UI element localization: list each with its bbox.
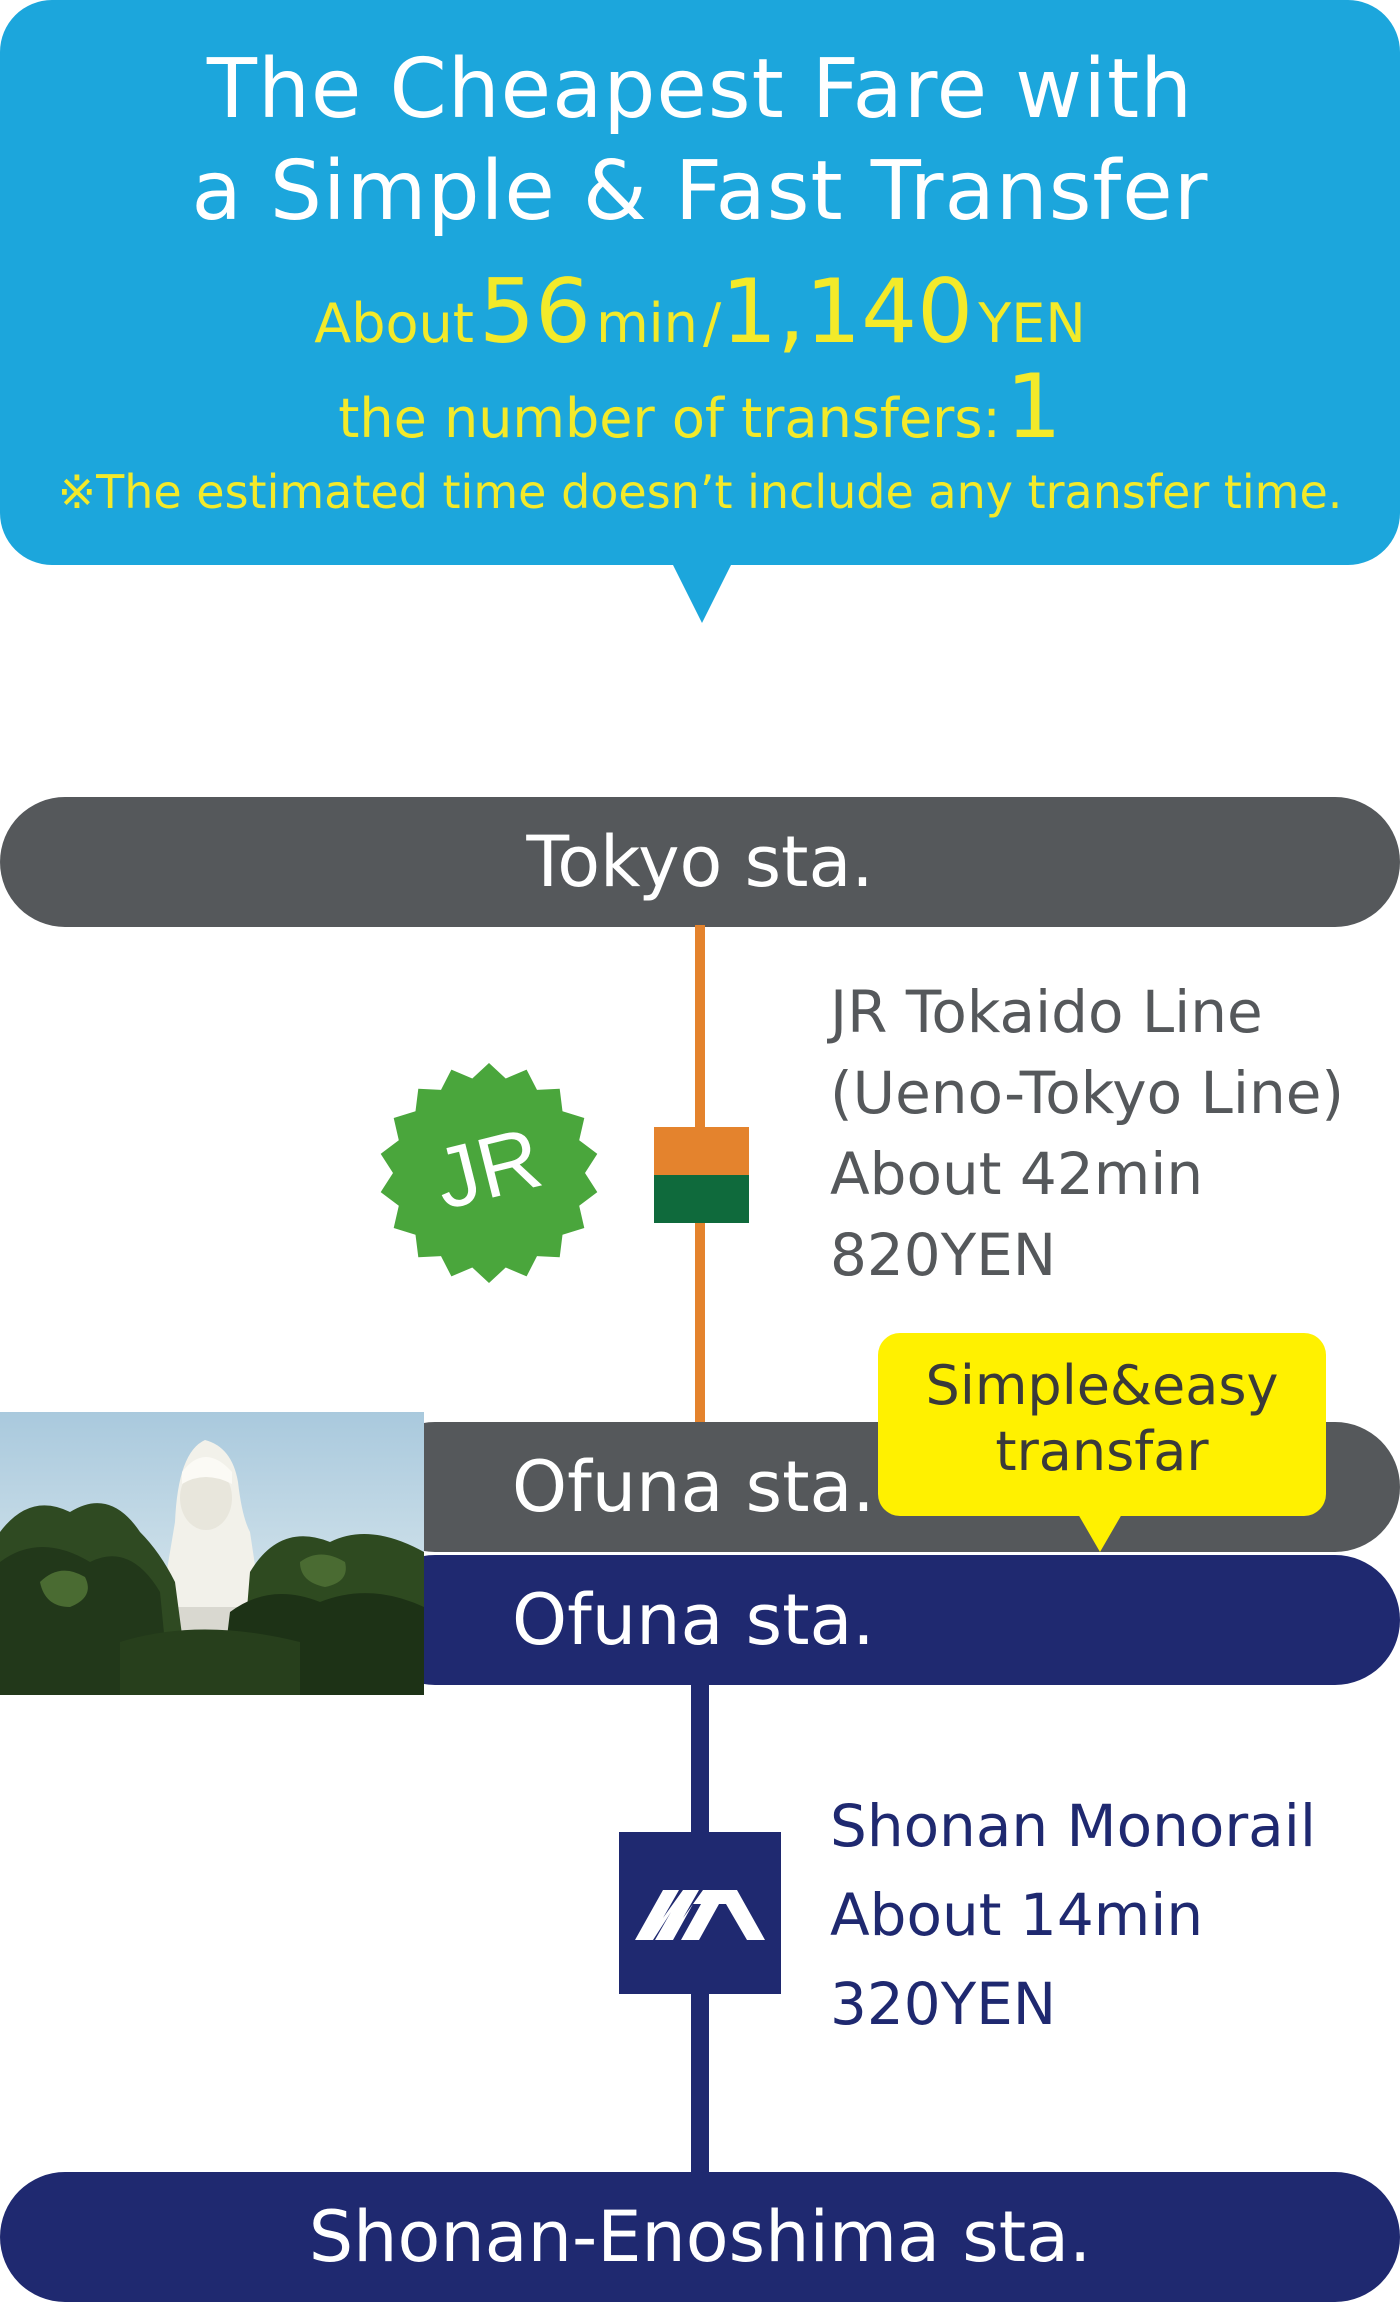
callout-title-line2: a Simple & Fast Transfer — [191, 144, 1209, 239]
simple-transfer-badge: Simple&easy transfar — [878, 1333, 1326, 1516]
transfer-badge-tail — [1078, 1514, 1122, 1552]
station-label-shonan-enoshima: Shonan-Enoshima sta. — [308, 2196, 1092, 2278]
monorail-travel-time: About 14min — [830, 1881, 1204, 1949]
station-bar-tokyo: Tokyo sta. — [0, 797, 1400, 927]
station-label-tokyo: Tokyo sta. — [526, 821, 874, 903]
jr-logo-icon: JR — [380, 1063, 598, 1283]
transfers-label: the number of transfers: — [338, 387, 1001, 450]
monorail-route-info: Shonan Monorail About 14min 320YEN — [830, 1782, 1316, 2049]
station-bar-shonan-enoshima: Shonan-Enoshima sta. — [0, 2172, 1400, 2302]
station-bar-ofuna-monorail: Ofuna sta. — [370, 1555, 1400, 1685]
station-label-ofuna-jr: Ofuna sta. — [512, 1446, 875, 1528]
summary-callout — [0, 0, 1400, 565]
minutes-unit: min — [596, 292, 698, 355]
summary-callout-tail — [672, 563, 732, 623]
time-fare-summary: About 56 min /1,140 YEN — [0, 262, 1400, 362]
fare-value: 1,140 — [721, 260, 974, 363]
transfer-badge-line2: transfar — [995, 1420, 1209, 1483]
transfer-time-note: ※The estimated time doesn’t include any … — [57, 465, 1343, 519]
jr-fare: 820YEN — [830, 1221, 1057, 1289]
transfers-value: 1 — [1005, 355, 1062, 458]
monorail-line-name: Shonan Monorail — [830, 1792, 1316, 1860]
transfer-badge-line1: Simple&easy — [925, 1354, 1279, 1417]
monorail-fare: 320YEN — [830, 1970, 1057, 2038]
ofuna-kannon-photo — [0, 1412, 424, 1695]
jr-line-name: JR Tokaido Line — [830, 978, 1263, 1046]
jr-line-color-green — [654, 1175, 749, 1223]
slash: / — [703, 292, 722, 355]
transfers-summary: the number of transfers: 1 — [0, 362, 1400, 452]
jr-route-info: JR Tokaido Line (Ueno-Tokyo Line) About … — [830, 972, 1344, 1296]
fare-unit: YEN — [978, 292, 1086, 355]
about-label: About — [314, 292, 474, 355]
ofuna-kannon-illustration — [0, 1440, 424, 1695]
jr-travel-time: About 42min — [830, 1140, 1204, 1208]
shonan-monorail-logo-icon — [619, 1832, 781, 1994]
station-label-ofuna-monorail: Ofuna sta. — [512, 1579, 875, 1661]
callout-title-line1: The Cheapest Fare with — [206, 42, 1194, 137]
jr-line-subname: (Ueno-Tokyo Line) — [830, 1059, 1345, 1127]
jr-line-color-orange — [654, 1127, 749, 1175]
minutes-value: 56 — [479, 260, 591, 363]
